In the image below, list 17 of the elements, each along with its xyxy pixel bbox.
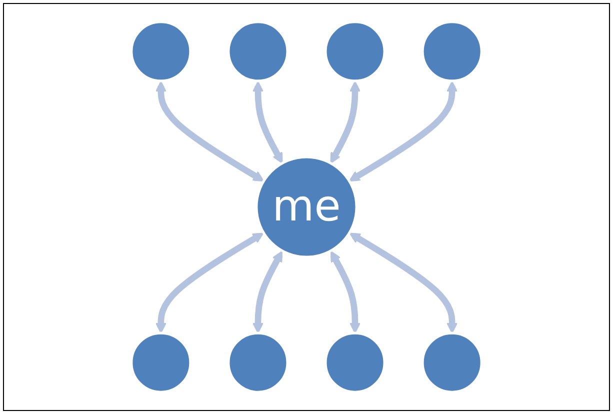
arrow [252,80,283,164]
arrow [330,250,361,334]
arrow [349,232,458,334]
arrow [155,232,264,334]
arrow [252,250,283,334]
node-circle [421,332,483,394]
node-circle [130,20,192,82]
node-circle: me [255,156,358,258]
node-circle [227,20,289,82]
node-circle [324,332,386,394]
arrow [330,80,361,164]
node-circle [130,332,192,394]
arrow [155,80,264,182]
node-circle [324,20,386,82]
node-circle [421,20,483,82]
arrow [348,80,458,182]
node-circle [227,332,289,394]
